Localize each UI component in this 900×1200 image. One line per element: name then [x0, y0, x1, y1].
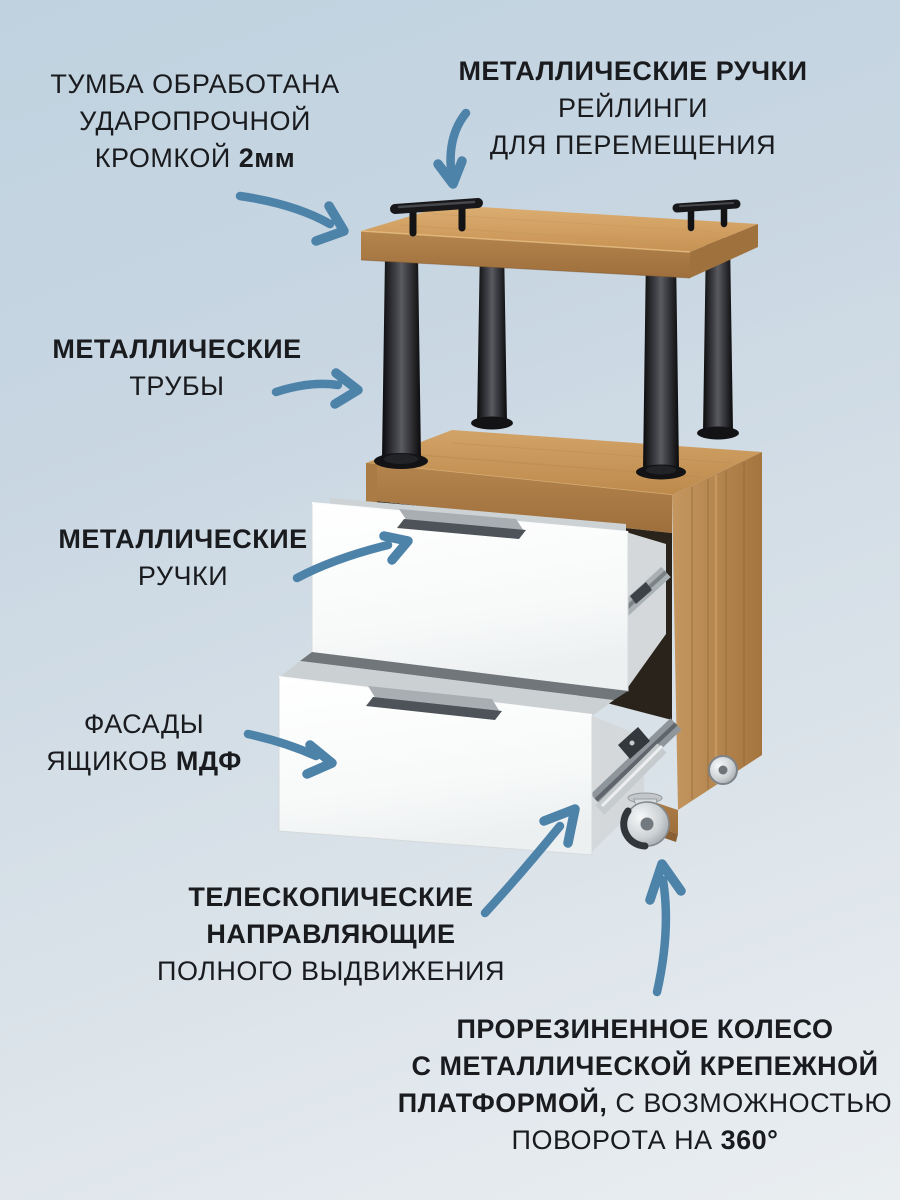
annotation-rail-handles: МЕТАЛЛИЧЕСКИЕ РУЧКИ РЕЙЛИНГИ ДЛЯ ПЕРЕМЕЩ…	[458, 53, 807, 164]
metal-tubes	[374, 238, 739, 480]
wood-grain	[691, 462, 745, 799]
annotation-rubber-wheel: ПРОРЕЗИНЕННОЕ КОЛЕСО С МЕТАЛЛИЧЕСКОЙ КРЕ…	[398, 1011, 892, 1159]
annotation-line: ПЛАТФОРМОЙ, С ВОЗМОЖНОСТЬЮ	[397, 1088, 893, 1118]
annotation-line: РУЧКИ	[137, 561, 229, 591]
annotation-line: ТЕЛЕСКОПИЧЕСКИЕ	[188, 882, 474, 912]
annotation-line: МЕТАЛЛИЧЕСКИЕ РУЧКИ	[458, 56, 808, 86]
annotation-line: НАПРАВЛЯЮЩИЕ	[206, 919, 456, 949]
arrow-to-shelf-edge-icon	[235, 191, 349, 246]
arrow-to-drawer-handle-icon	[292, 531, 413, 583]
caster-wheel-front	[620, 792, 670, 850]
arrow-to-rail-handles-icon	[433, 108, 471, 189]
drawer-top	[311, 498, 671, 692]
annotation-line: РЕЙЛИНГИ	[557, 93, 709, 123]
annotation-line: ДЛЯ ПЕРЕМЕЩЕНИЯ	[489, 130, 777, 160]
annotation-telescopic-slides: ТЕЛЕСКОПИЧЕСКИЕ НАПРАВЛЯЮЩИЕ ПОЛНОГО ВЫД…	[157, 879, 505, 990]
annotation-arrows	[235, 108, 686, 997]
annotation-line: ЯЩИКОВ МДФ	[46, 746, 242, 776]
annotation-line: ТУМБА ОБРАБОТАНА	[50, 69, 340, 99]
annotation-line: МЕТАЛЛИЧЕСКИЕ	[58, 524, 308, 554]
drawer-bottom	[278, 652, 682, 856]
rail-handle-right	[672, 199, 741, 232]
arrow-to-wheel-icon	[645, 859, 686, 997]
annotation-mdf-facades: ФАСАДЫ ЯЩИКОВ МДФ	[46, 706, 242, 780]
telescopic-slide-bottom	[590, 718, 682, 815]
caster-wheel-back	[708, 755, 738, 785]
annotation-line: ПОЛНОГО ВЫДВИЖЕНИЯ	[157, 956, 505, 986]
drawer-side	[626, 532, 666, 690]
arrow-to-drawer-front-icon	[243, 729, 337, 779]
drawer-handle-top	[397, 509, 526, 539]
annotation-metal-tubes: МЕТАЛЛИЧЕСКИЕ ТРУБЫ	[52, 331, 301, 405]
annotation-line: С МЕТАЛЛИЧЕСКОЙ КРЕПЕЖНОЙ	[411, 1051, 879, 1081]
annotation-line: УДАРОПРОЧНОЙ	[79, 106, 311, 136]
annotation-line: ПРОРЕЗИНЕННОЕ КОЛЕСО	[456, 1014, 834, 1044]
annotation-line: ФАСАДЫ	[83, 709, 205, 739]
annotation-line: КРОМКОЙ 2мм	[94, 143, 296, 173]
annotation-line: ПОВОРОТА НА 360°	[511, 1125, 779, 1155]
annotation-edge-protection: ТУМБА ОБРАБОТАНА УДАРОПРОЧНОЙ КРОМКОЙ 2м…	[50, 66, 339, 177]
arrow-to-tubes-icon	[271, 368, 363, 409]
annotation-line: МЕТАЛЛИЧЕСКИЕ	[52, 334, 302, 364]
annotation-line: ТРУБЫ	[129, 371, 225, 401]
arrow-to-slides-icon	[480, 804, 580, 918]
annotation-metal-handles: МЕТАЛЛИЧЕСКИЕ РУЧКИ	[58, 521, 307, 595]
top-shelf	[360, 205, 758, 279]
rail-handle-left	[390, 198, 483, 237]
drawer-handle-bottom	[366, 686, 502, 720]
